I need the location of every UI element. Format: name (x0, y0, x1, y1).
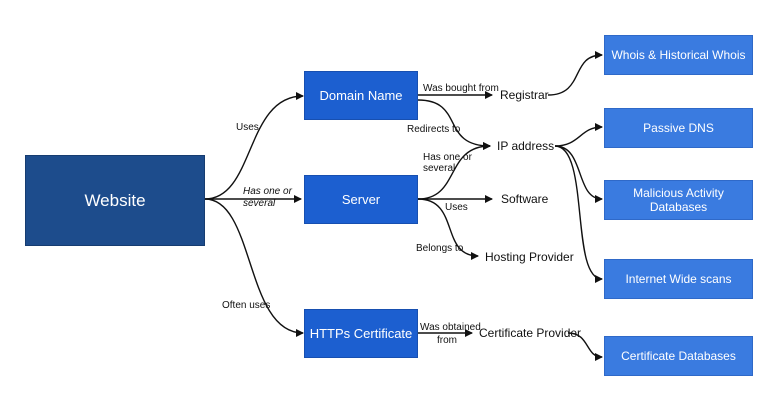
node-server-label: Server (341, 192, 381, 207)
node-https-certificate-label: HTTPs Certificate (309, 326, 413, 341)
edge-label-server-ip-line1: Has one or (423, 152, 472, 163)
edge-domain-ip (417, 99, 491, 150)
node-whois-label: Whois & Historical Whois (611, 48, 746, 62)
edge-ip-passivedns (554, 123, 603, 147)
node-malicious-activity-databases-label: Malicious Activity Databases (633, 186, 724, 214)
node-certificate-provider: Certificate Provider (479, 326, 582, 340)
node-server: Server (304, 175, 418, 224)
edge-label-server-ip-line2: several (423, 163, 456, 174)
node-website: Website (25, 155, 205, 246)
node-domain-name-label: Domain Name (319, 88, 403, 103)
edge-label-belongs-to: Belongs to (416, 243, 464, 254)
edge-label-obtained-line1: Was obtained (420, 322, 481, 333)
edge-server-hosting (417, 198, 479, 260)
node-domain-name: Domain Name (304, 71, 418, 120)
node-certificate-databases: Certificate Databases (604, 336, 753, 376)
edge-ip-internetscans (554, 145, 603, 283)
edge-label-uses-software: Uses (445, 202, 468, 213)
node-passive-dns-label: Passive DNS (643, 121, 714, 135)
node-internet-wide-scans: Internet Wide scans (604, 259, 753, 299)
node-internet-wide-scans-label: Internet Wide scans (625, 272, 732, 286)
node-software: Software (501, 192, 549, 206)
node-https-certificate: HTTPs Certificate (304, 309, 418, 358)
node-certificate-databases-label: Certificate Databases (621, 349, 736, 363)
edge-label-redirects-to: Redirects to (407, 124, 461, 135)
edge-label-often-uses: Often uses (222, 300, 271, 311)
node-website-label: Website (84, 190, 146, 210)
edge-provider-certdb (567, 332, 603, 361)
node-registrar: Registrar (500, 88, 549, 102)
node-whois: Whois & Historical Whois (604, 35, 753, 75)
edge-label-has-one-line2: several (243, 198, 276, 209)
edge-label-bought-from: Was bought from (423, 83, 499, 94)
node-hosting-provider: Hosting Provider (485, 250, 574, 264)
edge-label-has-one-line1: Has one or (243, 186, 292, 197)
node-ip-address: IP address (497, 139, 555, 153)
edge-server-ip (417, 142, 491, 200)
edge-label-uses: Uses (236, 122, 259, 133)
edge-registrar-whois (547, 51, 603, 96)
edge-label-obtained-line2: from (437, 335, 457, 346)
node-malicious-activity-databases: Malicious Activity Databases (604, 180, 753, 220)
edge-website-certificate (204, 198, 304, 337)
edge-ip-malicious (554, 145, 603, 203)
node-passive-dns: Passive DNS (604, 108, 753, 148)
edge-website-domain (204, 92, 304, 200)
